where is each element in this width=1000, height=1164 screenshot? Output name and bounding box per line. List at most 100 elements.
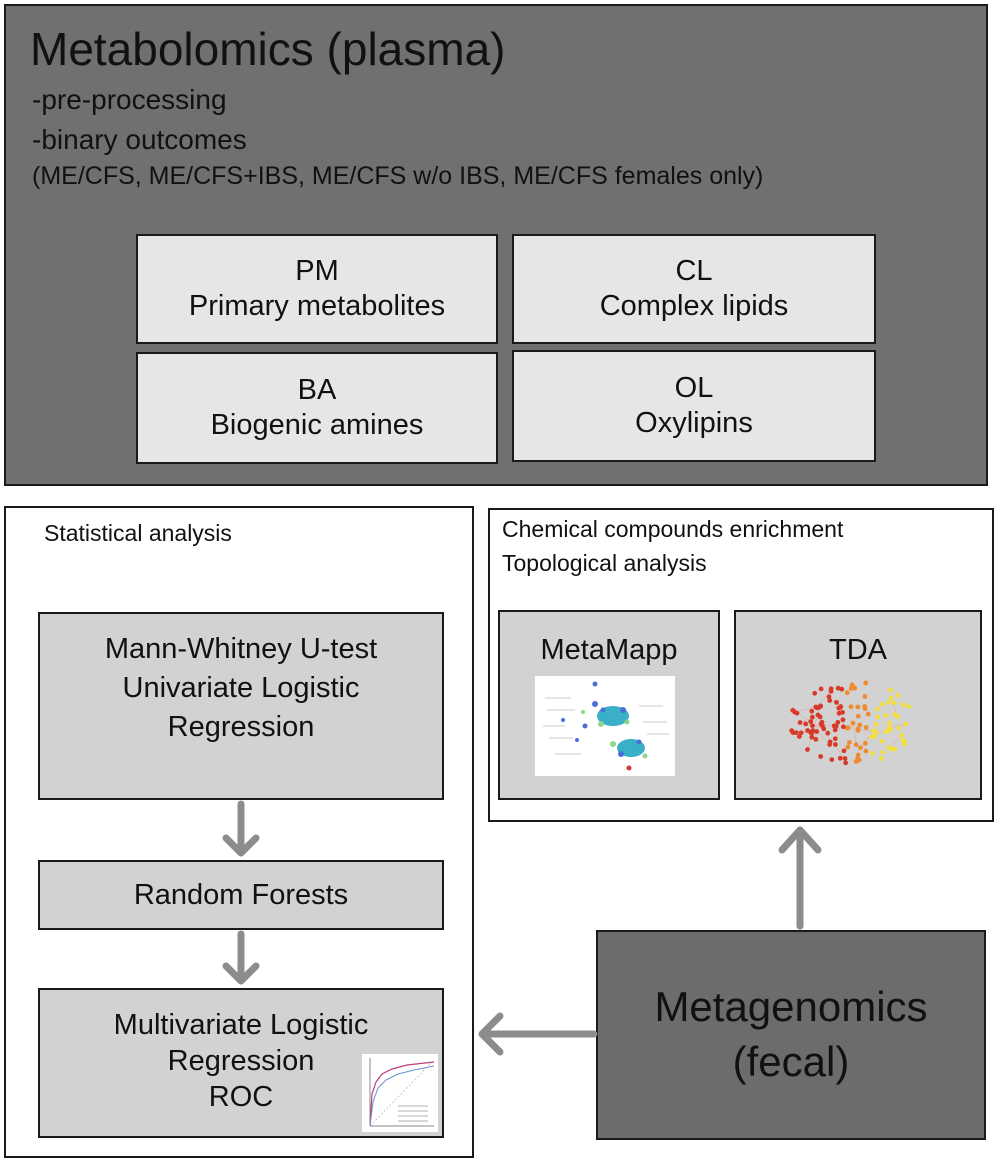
tda-node <box>855 704 861 710</box>
cl-box: CL Complex lipids <box>512 234 876 344</box>
tda-node <box>790 707 796 713</box>
cl-name: Complex lipids <box>599 290 789 322</box>
tda-node <box>832 727 838 733</box>
random-forests-box: Random Forests <box>38 860 444 930</box>
tda-node <box>887 725 893 731</box>
pm-name: Primary metabolites <box>188 290 446 322</box>
tda-node <box>874 706 880 712</box>
tda-node <box>886 700 892 705</box>
tda-node <box>863 680 869 686</box>
metagenomics-label: Metagenomics <box>654 983 928 1031</box>
tda-network-thumbnail <box>789 680 912 766</box>
arrow-head-3 <box>478 1012 504 1056</box>
tda-node <box>838 704 844 709</box>
tda-node <box>808 719 814 725</box>
tda-node <box>886 745 892 751</box>
tda-node <box>834 699 839 705</box>
tda-node <box>875 714 881 720</box>
tda-node <box>862 704 868 709</box>
ba-abbr: BA <box>297 373 337 406</box>
tda-node <box>873 722 879 727</box>
tda-node <box>845 744 851 750</box>
tda-node <box>901 741 907 747</box>
tda-node <box>896 725 902 731</box>
tda-node <box>817 704 823 709</box>
metamapp-label: MetaMapp <box>540 634 678 666</box>
tda-node <box>862 694 868 699</box>
tda-node <box>817 714 823 720</box>
tda-node <box>906 704 912 709</box>
tda-node <box>899 733 904 738</box>
tda-node <box>805 728 811 733</box>
tda-node <box>862 740 868 746</box>
tda-node <box>901 737 906 743</box>
tda-node <box>814 729 820 734</box>
chemical-enrichment-label: Chemical compounds enrichment <box>502 516 844 542</box>
tda-node <box>809 708 815 714</box>
tda-node <box>805 747 810 752</box>
tda-node <box>789 728 795 734</box>
tda-node <box>873 729 879 735</box>
tda-node <box>903 721 909 727</box>
univariate-logistic-label: Univariate Logistic <box>122 671 360 704</box>
tda-node <box>872 733 878 739</box>
tda-node <box>803 721 809 727</box>
arrow-head-4 <box>778 826 822 854</box>
tda-node <box>818 686 824 692</box>
metabolomics-title: Metabolomics (plasma) <box>30 23 506 75</box>
tda-node <box>835 719 841 725</box>
tda-node <box>837 755 843 761</box>
tda-node <box>863 748 869 754</box>
tda-node <box>855 752 861 758</box>
roc-label: ROC <box>208 1080 274 1113</box>
tda-node <box>849 682 855 688</box>
outcomes-list: (ME/CFS, ME/CFS+IBS, ME/CFS w/o IBS, ME/… <box>32 162 764 190</box>
tda-node <box>818 721 824 727</box>
tda-node <box>892 746 898 752</box>
ol-box: OL Oxylipins <box>512 350 876 462</box>
ol-abbr: OL <box>674 371 714 404</box>
tda-node <box>798 730 804 736</box>
preprocessing-label: -pre-processing <box>32 84 227 115</box>
tda-node <box>796 734 802 739</box>
tda-node <box>836 710 842 716</box>
tda-node <box>829 757 835 763</box>
tda-node <box>892 712 898 717</box>
tda-node <box>879 738 885 744</box>
tda-node <box>855 726 861 732</box>
ba-name: Biogenic amines <box>210 409 424 441</box>
tda-node <box>833 723 839 729</box>
tda-node <box>880 749 886 755</box>
tda-node <box>840 717 846 723</box>
roc-curve-thumbnail <box>362 1054 438 1132</box>
tda-node <box>883 712 889 718</box>
tda-node <box>809 714 815 720</box>
univariate-box: Mann-Whitney U-test Univariate Logistic … <box>38 612 444 800</box>
multivariate-logistic-label: Multivariate Logistic <box>113 1009 369 1041</box>
regression-label-2: Regression <box>167 1044 315 1077</box>
tda-node <box>833 742 838 747</box>
pm-abbr: PM <box>295 254 339 287</box>
tda-node <box>895 692 901 698</box>
topological-analysis-label: Topological analysis <box>502 550 707 576</box>
metamapp-network-thumbnail <box>535 676 675 776</box>
tda-node <box>901 702 906 708</box>
tda-node <box>868 734 874 740</box>
tda-node <box>839 686 845 692</box>
tda-node <box>810 728 816 733</box>
tda-node <box>879 701 885 707</box>
tda-node <box>886 720 892 726</box>
metagenomics-box: Metagenomics (fecal) <box>596 930 986 1140</box>
tda-node <box>827 698 833 703</box>
arrow-head-1 <box>222 834 260 857</box>
tda-node <box>892 700 897 706</box>
tda-node <box>888 687 893 693</box>
tda-node <box>809 734 815 740</box>
tda-node <box>826 694 832 700</box>
fecal-label: (fecal) <box>732 1038 850 1085</box>
tda-node <box>858 745 863 751</box>
tda-node <box>865 711 871 717</box>
tda-label: TDA <box>829 634 887 666</box>
tda-node <box>813 736 819 742</box>
